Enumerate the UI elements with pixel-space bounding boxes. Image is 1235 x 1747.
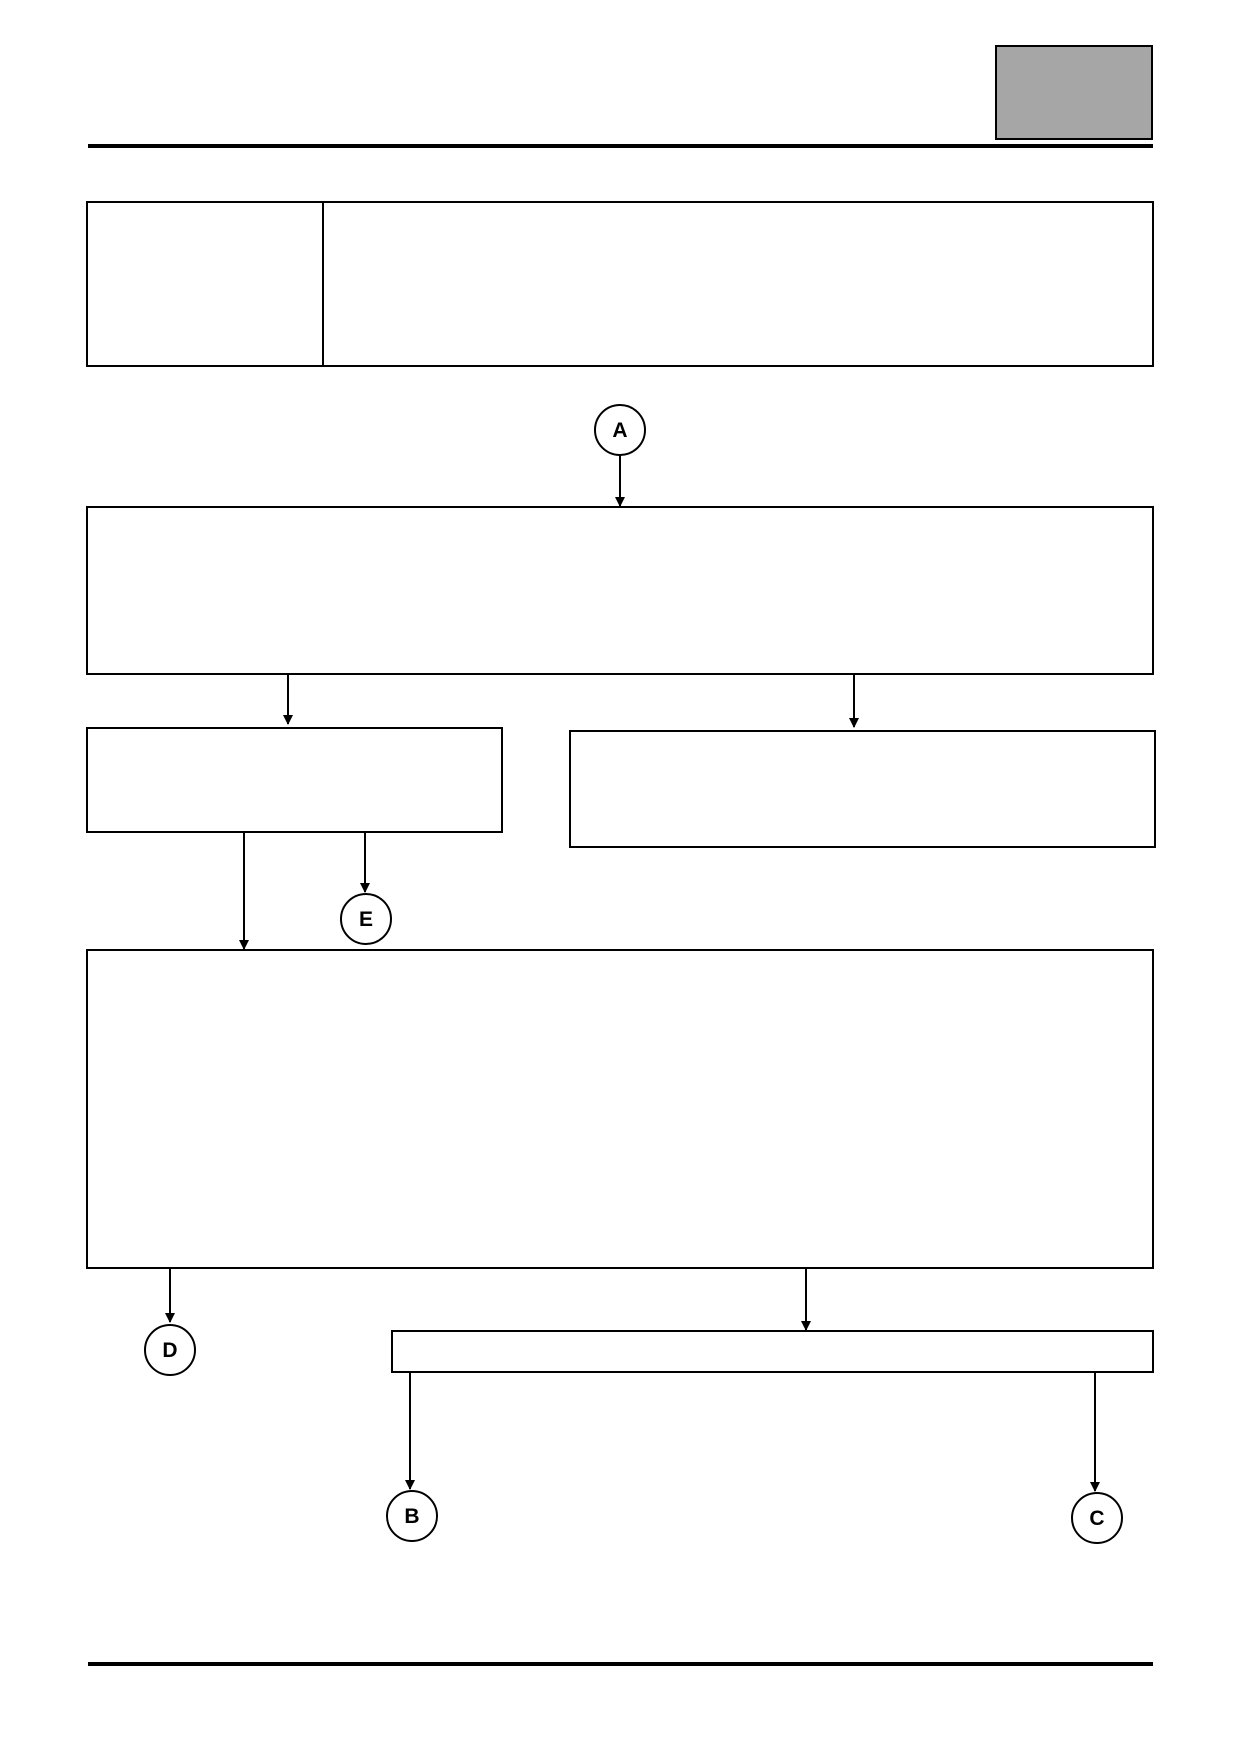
step-4-box — [391, 1330, 1154, 1373]
connector-b: B — [386, 1490, 438, 1542]
connector-e: E — [340, 893, 392, 945]
step-1-box — [86, 506, 1154, 675]
step-2-left-box — [86, 727, 503, 833]
step-2-right-box — [569, 730, 1156, 848]
connector-e-label: E — [359, 908, 373, 931]
connector-d: D — [144, 1324, 196, 1376]
connector-a-label: A — [612, 419, 627, 442]
connector-b-label: B — [404, 1505, 419, 1528]
connector-a: A — [594, 404, 646, 456]
header-tab — [995, 45, 1153, 140]
header-table — [86, 201, 1154, 367]
connector-d-label: D — [162, 1339, 177, 1362]
step-3-box — [86, 949, 1154, 1269]
connector-c-label: C — [1089, 1507, 1104, 1530]
connector-c: C — [1071, 1492, 1123, 1544]
